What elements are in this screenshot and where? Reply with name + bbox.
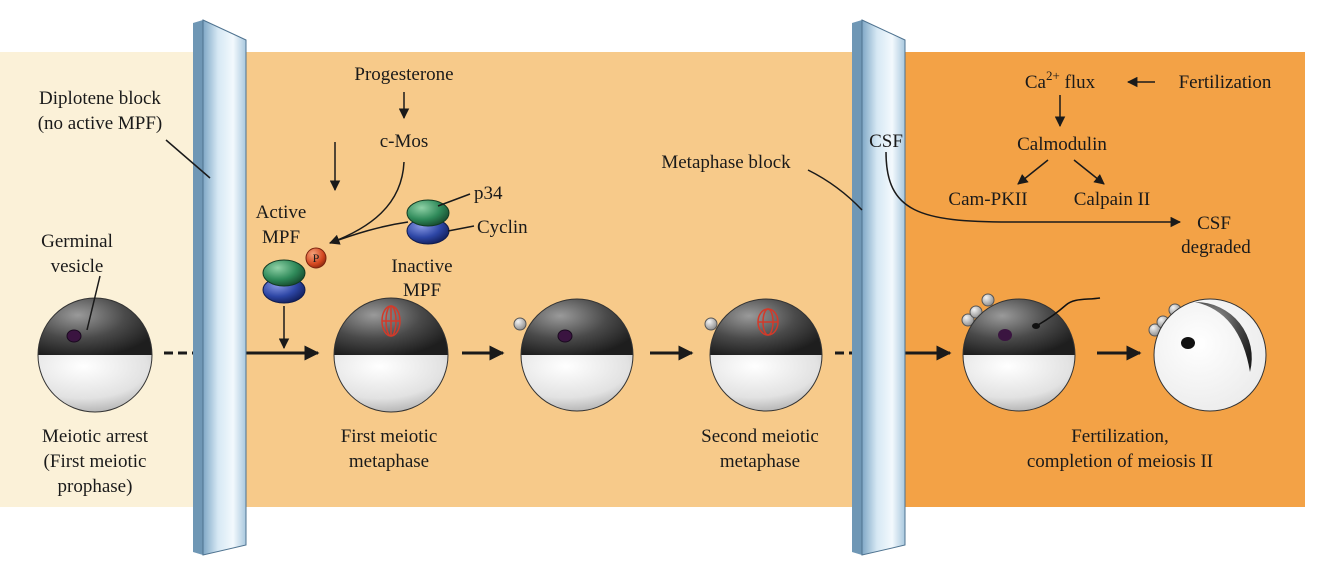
diplotene-block bbox=[193, 19, 247, 556]
fertilization-trigger-label: Fertilization bbox=[1179, 72, 1272, 93]
diplotene-label-1: Diplotene block bbox=[39, 88, 161, 109]
campkii-label: Cam-PKII bbox=[948, 189, 1027, 210]
spindle bbox=[381, 305, 401, 337]
second-metaphase-label-1: Second meiotic bbox=[701, 426, 819, 447]
metaphase-block-label: Metaphase block bbox=[661, 152, 791, 173]
spindle bbox=[757, 308, 779, 336]
csf-label: CSF bbox=[869, 131, 903, 152]
panel-maturation bbox=[200, 52, 860, 507]
phosphate-label: P bbox=[313, 251, 320, 265]
panel-prophase bbox=[0, 52, 200, 507]
p34-subunit bbox=[262, 259, 306, 287]
diplotene-label-2: (no active MPF) bbox=[38, 113, 163, 134]
polar-body bbox=[704, 317, 718, 331]
arrow-calmodulin-campkii bbox=[1017, 159, 1049, 185]
leader-germinal bbox=[86, 275, 101, 331]
leader-cyclin bbox=[447, 225, 475, 232]
labels: Diplotene block (no active MPF) Germinal… bbox=[38, 64, 1272, 497]
inactive-mpf-label-1: Inactive bbox=[391, 256, 452, 277]
meiotic-arrest-label-1: Meiotic arrest bbox=[42, 426, 149, 447]
ca-flux-label: Ca2+ flux bbox=[1025, 68, 1096, 93]
csf-degraded-label-2: degraded bbox=[1181, 237, 1251, 258]
egg-polar-body-1 bbox=[513, 298, 634, 412]
egg-meiotic-arrest bbox=[37, 297, 153, 413]
pathway-arrows bbox=[86, 76, 1182, 350]
egg-second-metaphase bbox=[704, 298, 823, 412]
progesterone-label: Progesterone bbox=[354, 64, 453, 85]
first-metaphase-label-2: metaphase bbox=[349, 451, 429, 472]
polar-body bbox=[513, 317, 527, 331]
p34-label: p34 bbox=[474, 183, 503, 204]
cmos-label: c-Mos bbox=[380, 131, 429, 152]
active-mpf-label-1: Active bbox=[256, 202, 307, 223]
first-metaphase-label-1: First meiotic bbox=[341, 426, 438, 447]
leader-metaphase-block bbox=[807, 169, 863, 211]
csf-degraded-label-1: CSF bbox=[1197, 213, 1231, 234]
calmodulin-label: Calmodulin bbox=[1017, 134, 1107, 155]
meiotic-arrest-label-3: prophase) bbox=[58, 476, 133, 497]
inactive-mpf-complex bbox=[406, 199, 450, 245]
inactive-mpf-label-2: MPF bbox=[403, 280, 441, 301]
arrow-calmodulin-calpain bbox=[1073, 159, 1105, 185]
egg-fertilization bbox=[961, 293, 1101, 412]
arrow-inactive-active-mpf bbox=[329, 221, 409, 244]
germinal-label-2: vesicle bbox=[51, 256, 104, 277]
germinal-vesicle-nucleus bbox=[66, 329, 82, 343]
fertilization-completion-label-2: completion of meiosis II bbox=[1027, 451, 1213, 472]
cyclin-label: Cyclin bbox=[477, 217, 528, 238]
egg-first-metaphase bbox=[333, 297, 449, 413]
arrow-csf-degraded bbox=[885, 151, 1182, 228]
meiotic-arrest-label-2: (First meiotic bbox=[44, 451, 147, 472]
germinal-label-1: Germinal bbox=[41, 231, 113, 252]
sperm bbox=[1032, 297, 1101, 329]
metaphase-block-glass bbox=[852, 19, 906, 556]
calpain-label: Calpain II bbox=[1074, 189, 1151, 210]
active-mpf-complex: P bbox=[262, 247, 327, 304]
fertilization-completion-label-1: Fertilization, bbox=[1071, 426, 1169, 447]
phosphate-group bbox=[305, 247, 327, 269]
panel-fertilization bbox=[860, 52, 1305, 507]
active-mpf-label-2: MPF bbox=[262, 227, 300, 248]
egg-meiosis-complete bbox=[1148, 298, 1267, 412]
leader-p34 bbox=[437, 193, 471, 207]
arrow-cmos-active-mpf bbox=[329, 161, 405, 245]
second-metaphase-label-2: metaphase bbox=[720, 451, 800, 472]
leader-diplotene bbox=[165, 139, 211, 179]
